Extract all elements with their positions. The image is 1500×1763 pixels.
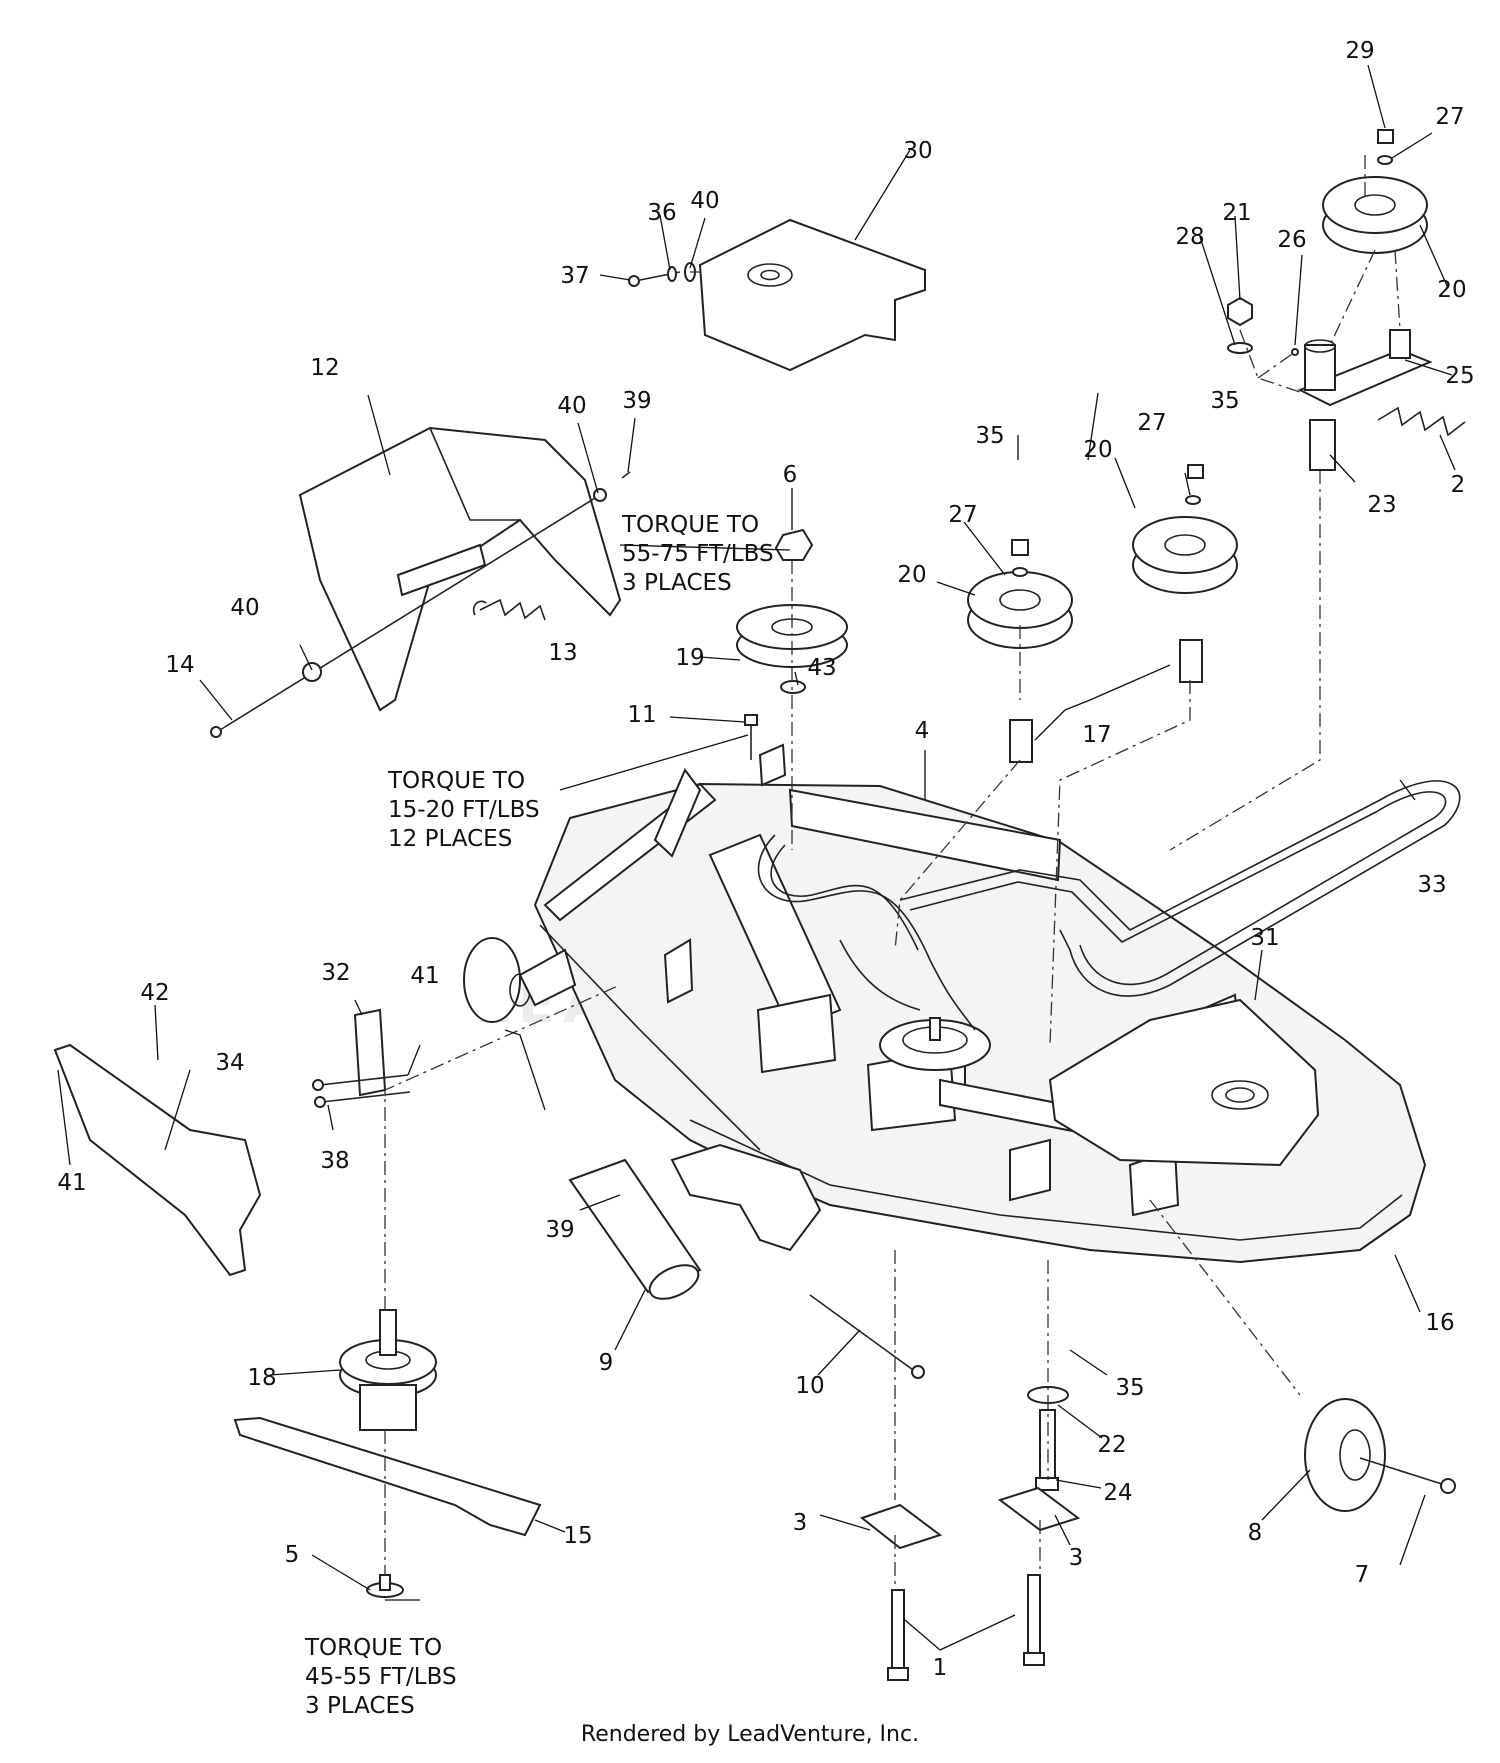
idler-pulley-right (1132, 464, 1238, 683)
label-part-27a: 27 (948, 502, 977, 528)
label-part-41a: 41 (410, 963, 439, 989)
label-part-12: 12 (310, 355, 339, 381)
label-part-24: 24 (1103, 1480, 1132, 1506)
assembly-lines (384, 155, 1401, 1590)
label-part-36: 36 (647, 200, 676, 226)
label-part-35b: 35 (1210, 388, 1239, 414)
label-part-37: 37 (560, 263, 589, 289)
label-part-31: 31 (1250, 925, 1279, 951)
label-part-3b: 3 (1069, 1545, 1084, 1571)
label-part-13: 13 (548, 640, 577, 666)
label-part-4: 4 (915, 718, 930, 744)
label-part-9: 9 (599, 1350, 614, 1376)
svg-text:3 PLACES: 3 PLACES (622, 570, 732, 596)
label-part-29: 29 (1345, 38, 1374, 64)
label-part-14: 14 (165, 652, 194, 678)
label-part-34: 34 (215, 1050, 244, 1076)
render-credit: Rendered by LeadVenture, Inc. (580, 1722, 920, 1747)
anti-scalp-roller (568, 1158, 702, 1294)
label-part-23: 23 (1367, 492, 1396, 518)
svg-text:12 PLACES: 12 PLACES (388, 826, 512, 852)
label-part-20b: 20 (1083, 437, 1112, 463)
side-baffle (53, 1043, 262, 1277)
label-part-8: 8 (1248, 1520, 1263, 1546)
label-part-3a: 3 (793, 1510, 808, 1536)
label-part-43: 43 (807, 655, 836, 681)
label-part-39b: 39 (545, 1217, 574, 1243)
label-part-30: 30 (903, 138, 932, 164)
label-part-32: 32 (321, 960, 350, 986)
mower-deck (463, 743, 1427, 1264)
label-part-33: 33 (1417, 872, 1446, 898)
svg-text:45-55 FT/LBS: 45-55 FT/LBS (305, 1664, 457, 1690)
label-part-21: 21 (1222, 200, 1251, 226)
svg-text:55-75 FT/LBS: 55-75 FT/LBS (622, 541, 774, 567)
label-part-22: 22 (1097, 1432, 1126, 1458)
idler-pulley-left (967, 539, 1073, 763)
label-part-10: 10 (795, 1373, 824, 1399)
label-part-28: 28 (1175, 224, 1204, 250)
svg-text:15-20 FT/LBS: 15-20 FT/LBS (388, 797, 540, 823)
label-part-25: 25 (1445, 363, 1474, 389)
label-part-11: 11 (627, 702, 656, 728)
label-part-16: 16 (1425, 1310, 1454, 1336)
label-part-40a: 40 (690, 188, 719, 214)
torque-note-blade-bolt: TORQUE TO 45-55 FT/LBS 3 PLACES (304, 1635, 457, 1719)
label-part-19: 19 (675, 645, 704, 671)
idler-pulley-top (1322, 129, 1428, 254)
belt-shield (698, 218, 926, 372)
leader-lines (57, 64, 1456, 1651)
svg-text:TORQUE TO: TORQUE TO (621, 512, 759, 538)
mower-blade (233, 1416, 542, 1537)
spindle-assembly (339, 1309, 437, 1431)
label-part-17: 17 (1082, 722, 1111, 748)
label-part-35a: 35 (975, 423, 1004, 449)
label-part-2: 2 (1451, 472, 1466, 498)
label-part-18: 18 (247, 1365, 276, 1391)
label-part-39a: 39 (622, 388, 651, 414)
label-part-20c: 20 (1437, 277, 1466, 303)
drive-belt (757, 780, 1461, 1031)
label-part-26: 26 (1277, 227, 1306, 253)
label-part-6: 6 (783, 462, 798, 488)
torque-note-deck-bolts: TORQUE TO 15-20 FT/LBS 12 PLACES (387, 768, 540, 852)
label-part-40b: 40 (557, 393, 586, 419)
label-part-20a: 20 (897, 562, 926, 588)
torque-note-spindle-nut: TORQUE TO 55-75 FT/LBS 3 PLACES (621, 512, 774, 596)
label-part-40c: 40 (230, 595, 259, 621)
svg-text:TORQUE TO: TORQUE TO (387, 768, 525, 794)
label-part-41b: 41 (57, 1170, 86, 1196)
part-labels: 1 2 3 3 4 5 6 7 8 9 10 11 12 13 14 15 16… (57, 38, 1474, 1681)
label-part-5: 5 (285, 1542, 300, 1568)
label-part-35c: 35 (1115, 1375, 1144, 1401)
label-part-42: 42 (140, 980, 169, 1006)
label-part-38: 38 (320, 1148, 349, 1174)
label-part-7: 7 (1355, 1562, 1370, 1588)
label-part-27b: 27 (1137, 410, 1166, 436)
svg-text:TORQUE TO: TORQUE TO (304, 1635, 442, 1661)
discharge-chute (298, 426, 622, 712)
label-part-15: 15 (563, 1523, 592, 1549)
label-part-1: 1 (933, 1655, 948, 1681)
svg-text:3 PLACES: 3 PLACES (305, 1693, 415, 1719)
label-part-27c: 27 (1435, 104, 1464, 130)
